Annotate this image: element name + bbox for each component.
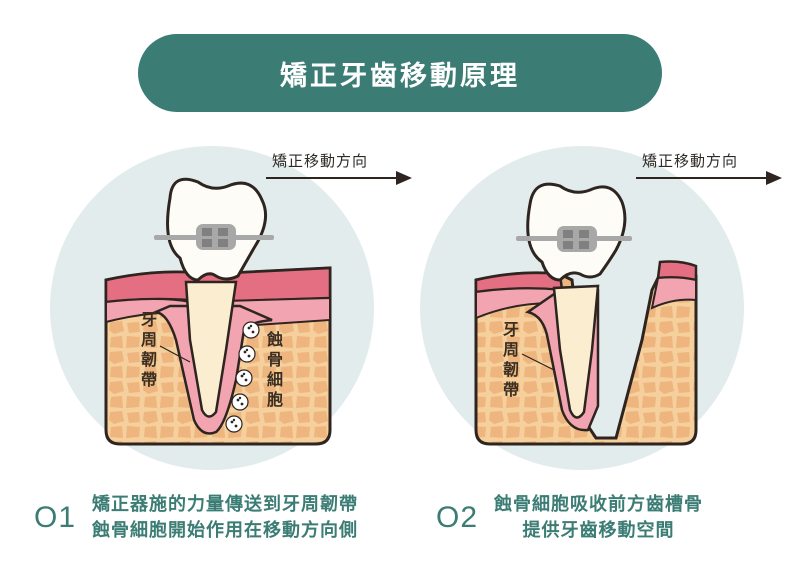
panel-step-1: 矯正移動方向 牙周韌帶 蝕骨細胞 [40,140,420,480]
caption-step-2: O2 蝕骨細胞吸收前方齒槽骨 提供牙齒移動空間 [436,492,703,544]
ligament-pointer [521,353,555,371]
title-banner: 矯正牙齒移動原理 [138,34,662,112]
direction-label: 矯正移動方向 [642,152,739,170]
step-number: O2 [436,501,479,534]
osteoclast-label: 蝕骨細胞 [266,330,283,409]
ligament-pointer [159,345,191,363]
ligament-label: 牙周韌帶 [502,320,519,399]
panel-step-2: 矯正移動方向 牙周韌帶 [420,140,800,480]
caption-line-2: 提供牙齒移動空間 [522,520,675,541]
direction-label: 矯正移動方向 [272,152,369,170]
caption-line-1: 矯正器施的力量傳送到牙周韌帶 [92,494,359,515]
osteoclast-cells [225,321,260,433]
caption-line-2: 蝕骨細胞開始作用在移動方向側 [92,520,359,541]
tooth-diagram-step-2 [420,146,782,470]
arrow-right-icon [396,171,412,185]
arrow-right-icon [766,171,782,185]
caption-step-1: O1 矯正器施的力量傳送到牙周韌帶 蝕骨細胞開始作用在移動方向側 [34,492,358,544]
page-title: 矯正牙齒移動原理 [280,60,520,92]
caption-line-1: 蝕骨細胞吸收前方齒槽骨 [494,494,704,515]
ligament-label: 牙周韌帶 [140,310,157,389]
step-number: O1 [34,501,77,534]
tooth-diagram-step-1 [50,146,412,470]
